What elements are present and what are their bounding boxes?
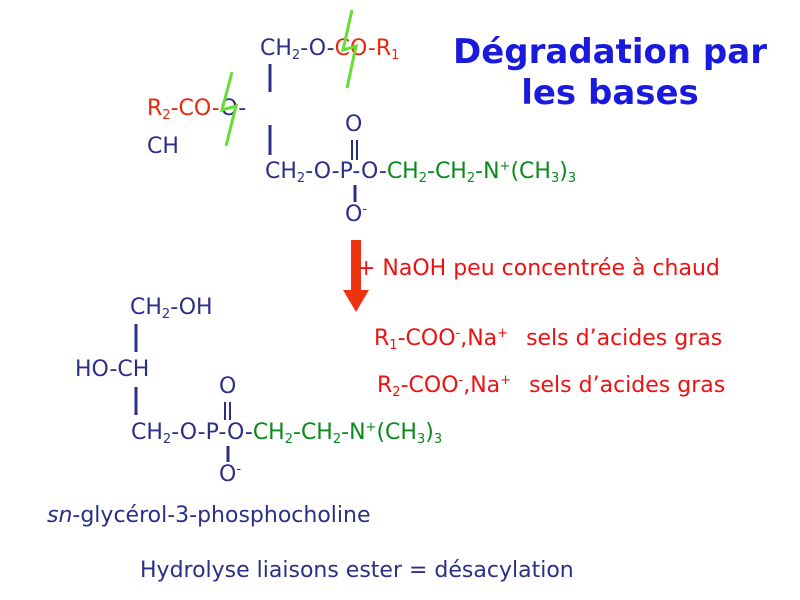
ch2-sub: 2 (296, 171, 306, 186)
salt-label: sels d’acides gras (526, 326, 723, 351)
choline-ch3: (CH (510, 159, 551, 184)
ester-oxygen: -O- (300, 36, 335, 61)
phosphate-group: -O-P-O- (305, 159, 387, 184)
salt-label: sels d’acides gras (529, 373, 726, 398)
footer-caption: Hydrolyse liaisons ester = désacylation (140, 558, 574, 583)
product-phosphate-o-minus: O- (219, 463, 241, 486)
salt-coo: -COO (397, 326, 456, 351)
lightning-icon (340, 9, 359, 89)
salt-r: R (377, 373, 393, 398)
choline-ch2: CH (386, 159, 419, 184)
choline-n: -N (475, 159, 500, 184)
ch2-text: CH (130, 295, 162, 320)
choline-close: ) (425, 420, 434, 445)
top-r2-row: R2-CO-O- (147, 96, 247, 123)
choline-close: ) (559, 159, 568, 184)
acyl-r1-sub: 1 (391, 48, 400, 63)
choline-sub: 2 (418, 171, 427, 186)
choline-ch: -CH (427, 159, 467, 184)
o-charge: - (362, 202, 368, 217)
ch2-text: CH (265, 159, 297, 184)
top-ch2-row1: CH2-O-CO-R1 (260, 36, 400, 63)
choline-sub: 2 (284, 432, 293, 447)
top-bonds (268, 64, 358, 202)
ester-oxygen-2: O- (220, 96, 247, 121)
top-ch: CH (147, 134, 179, 159)
phosphate-group: -O-P-O- (171, 420, 253, 445)
o-charge: - (236, 462, 242, 477)
hydroxyl: -OH (170, 295, 213, 320)
trimethyl-sub: 3 (567, 171, 577, 186)
product-bonds (134, 324, 231, 462)
salt-na: ,Na (463, 373, 501, 398)
ch3-sub: 3 (550, 171, 560, 186)
acyl-r2-co: -CO- (170, 96, 221, 121)
ch2-sub: 2 (161, 307, 171, 322)
top-ch2-row3: CH2-O-P-O-CH2-CH2-N+(CH3)3 (265, 160, 576, 185)
product-ch2oh: CH2-OH (130, 295, 213, 322)
product-ho-ch: HO-CH (75, 357, 150, 382)
choline-ch3: (CH (376, 420, 417, 445)
choline-ch2: CH (252, 420, 285, 445)
salt-r1: R1-COO-,Na+ sels d’acides gras (374, 327, 722, 352)
salt-na-charge: + (497, 326, 509, 341)
n-charge: + (499, 159, 511, 174)
top-phosphate-o: O (345, 112, 363, 137)
product-ch2-row: CH2-O-P-O-CH2-CH2-N+(CH3)3 (131, 421, 442, 446)
salt-charge: - (455, 326, 461, 341)
title-line-1: Dégradation par (453, 32, 767, 72)
salt-charge: - (458, 373, 464, 388)
choline-ch: -CH (293, 420, 333, 445)
arrow-down-icon (343, 240, 369, 312)
product-name: sn-glycérol-3-phosphocholine (47, 505, 370, 527)
product-phosphate-o: O (219, 374, 237, 399)
slide-title: Dégradation par les bases (430, 32, 790, 115)
reaction-reagent: + NaOH peu concentrée à chaud (357, 256, 720, 281)
lightning-icon (219, 71, 239, 147)
ch2-sub: 2 (162, 432, 172, 447)
ch2-sub: 2 (291, 48, 301, 63)
product-name-italic: sn (47, 503, 73, 528)
trimethyl-sub: 3 (433, 432, 443, 447)
title-line-2: les bases (521, 73, 699, 114)
salt-na-charge: + (500, 373, 512, 388)
acyl-r2-sub: 2 (162, 108, 171, 123)
product-name-rest: -glycérol-3-phosphocholine (72, 503, 371, 528)
choline-sub: 2 (332, 432, 342, 447)
acyl-r2: R (147, 96, 163, 121)
o-text: O (345, 202, 363, 227)
salt-r-sub: 1 (389, 338, 398, 353)
choline-sub: 2 (466, 171, 476, 186)
choline-n: -N (341, 420, 366, 445)
salt-r2: R2-COO-,Na+ sels d’acides gras (377, 374, 725, 399)
acyl-r1: CO-R (334, 36, 392, 61)
salt-coo: -COO (400, 373, 459, 398)
ch2-text: CH (131, 420, 163, 445)
o-text: O (219, 462, 237, 487)
salt-na: ,Na (460, 326, 498, 351)
top-phosphate-o-minus: O- (345, 203, 367, 226)
salt-r-sub: 2 (392, 385, 401, 400)
n-charge: + (365, 420, 377, 435)
ch3-sub: 3 (416, 432, 426, 447)
salt-r: R (374, 326, 390, 351)
ch2-text: CH (260, 36, 292, 61)
